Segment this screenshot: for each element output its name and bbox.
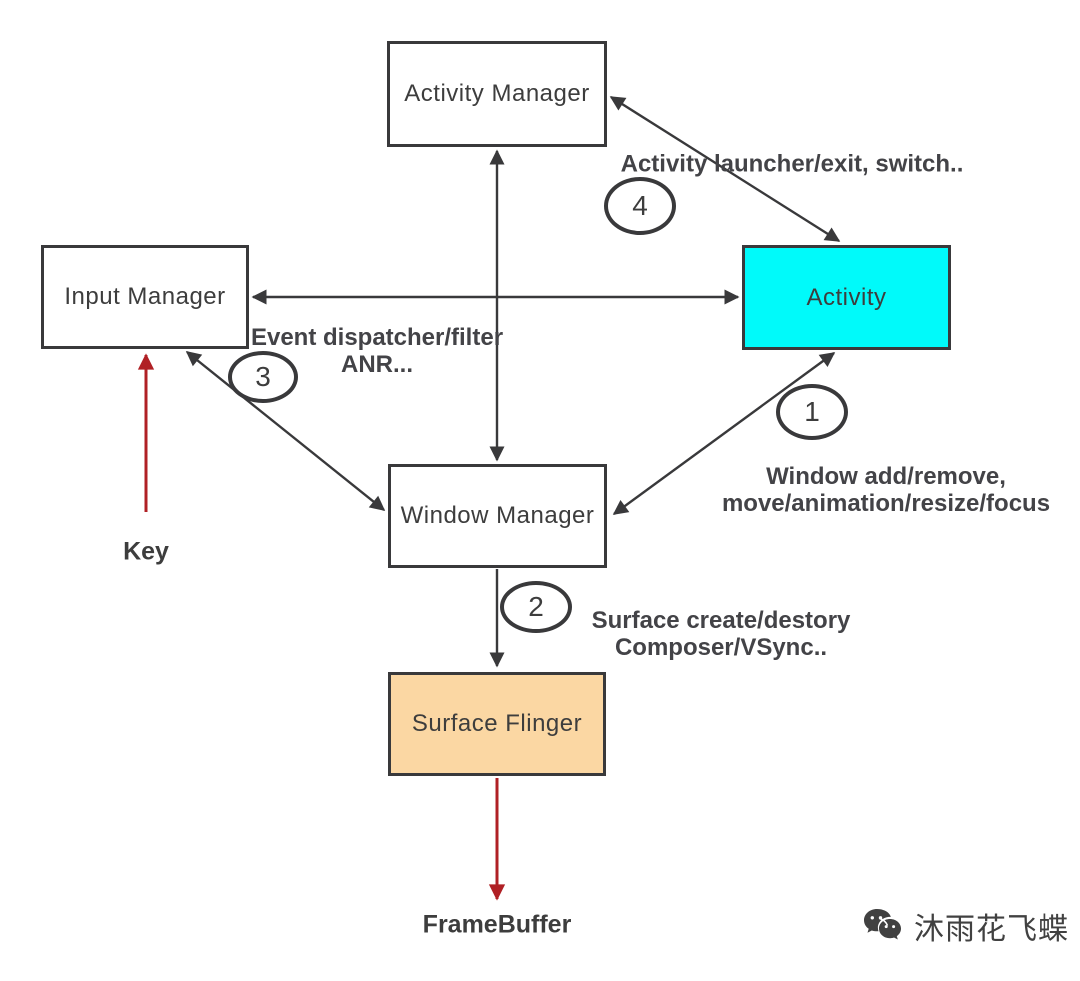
node-input-manager: Input Manager: [41, 245, 249, 349]
annotation-surface-create-line1: Surface create/destory: [591, 607, 851, 634]
step-badge-1: 1: [776, 384, 848, 440]
node-activity: Activity: [742, 245, 951, 350]
node-activity-label: Activity: [806, 283, 887, 311]
node-activity-manager: Activity Manager: [387, 41, 607, 147]
arrow-activitymanager-activity: [609, 95, 841, 243]
annotation-window-add-line2: move/animation/resize/focus: [721, 490, 1051, 517]
node-input-manager-label: Input Manager: [64, 283, 226, 310]
annotation-event-dispatcher: Event dispatcher/filter ANR...: [251, 324, 503, 378]
annotation-event-dispatcher-line1: Event dispatcher/filter: [250, 324, 504, 351]
node-surface-flinger: Surface Flinger: [388, 672, 606, 776]
annotation-surface-create-line2: Composer/VSync..: [614, 634, 828, 661]
arrow-inputmanager-windowmanager: [185, 351, 386, 511]
node-activity-manager-label: Activity Manager: [404, 80, 590, 107]
step-number-1: 1: [804, 396, 820, 427]
annotation-event-dispatcher-line2: ANR...: [340, 351, 413, 378]
framebuffer-label: FrameBuffer: [422, 910, 572, 939]
step-number-2: 2: [528, 591, 544, 622]
annotation-activity-launch-line1: Activity launcher/exit, switch..: [620, 150, 964, 178]
annotation-window-add: Window add/remove, move/animation/resize…: [722, 463, 1050, 517]
node-surface-flinger-label: Surface Flinger: [411, 710, 583, 737]
annotation-window-add-line1: Window add/remove,: [766, 463, 1006, 490]
step-number-3: 3: [255, 361, 271, 392]
key-label: Key: [123, 537, 169, 566]
annotation-surface-create: Surface create/destory Composer/VSync..: [592, 607, 851, 661]
wechat-icon: [860, 903, 906, 949]
step-badge-3: 3: [228, 351, 298, 403]
node-window-manager: Window Manager: [388, 464, 607, 568]
step-badge-2: 2: [500, 581, 572, 633]
step-badge-4: 4: [604, 177, 676, 235]
arrow-activity-windowmanager: [612, 352, 836, 515]
annotation-activity-launch: Activity launcher/exit, switch..: [621, 151, 964, 178]
watermark: 沐雨花飞蝶: [860, 903, 1069, 949]
watermark-text: 沐雨花飞蝶: [914, 913, 1069, 946]
step-number-4: 4: [632, 190, 648, 221]
node-window-manager-label: Window Manager: [400, 502, 595, 529]
